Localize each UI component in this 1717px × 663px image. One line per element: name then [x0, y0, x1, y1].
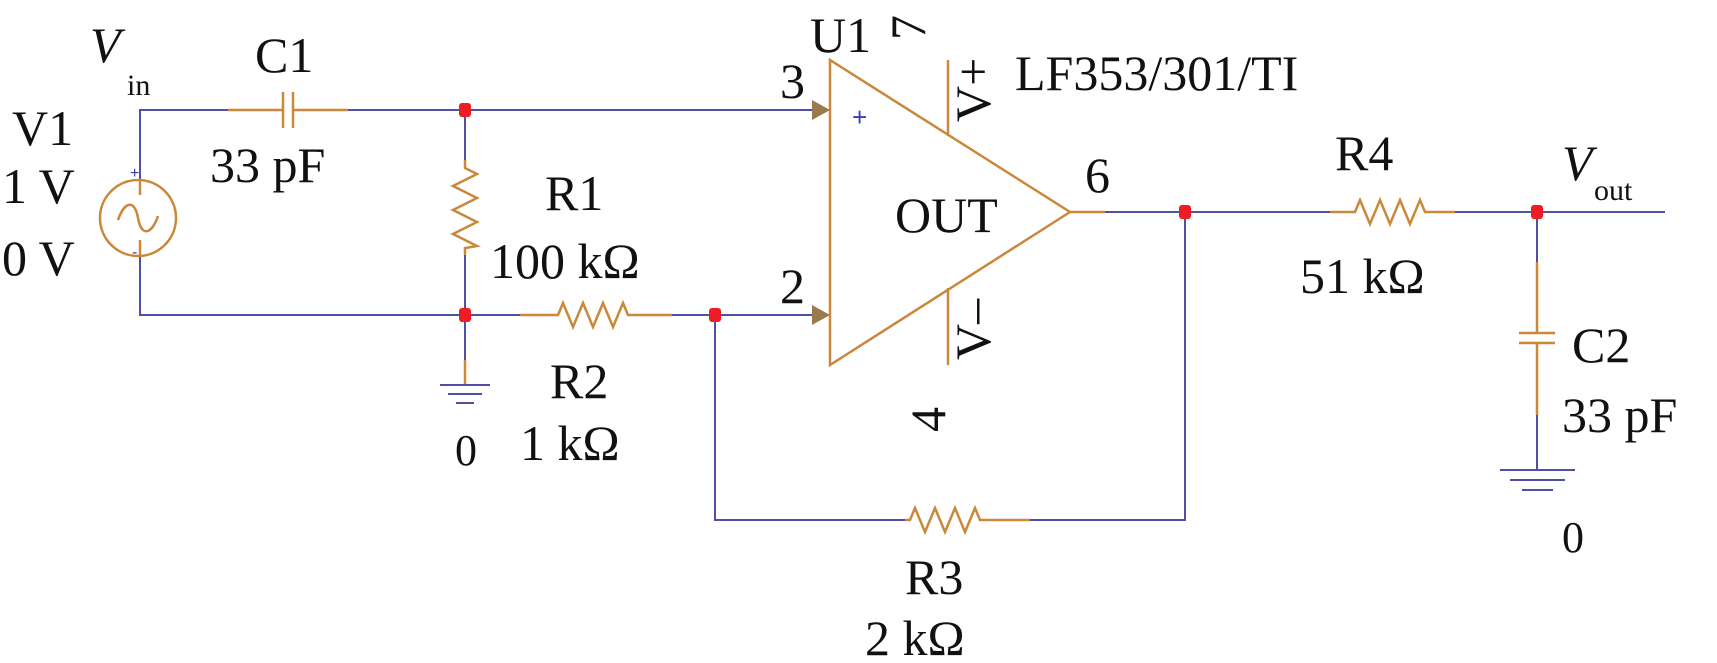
r2-name: R2	[550, 353, 608, 409]
u1-pin-out: 6	[1085, 147, 1110, 203]
u1-model: LF353/301/TI	[1015, 45, 1298, 101]
v1-source-body	[98, 178, 178, 258]
r4-name: R4	[1335, 125, 1393, 181]
wire-vin-to-c1	[139, 109, 228, 180]
v1-name: V1	[12, 100, 73, 156]
pin2-arrow-icon	[812, 305, 830, 325]
c1-value: 33 pF	[210, 137, 325, 193]
r1-value: 100 kΩ	[490, 233, 640, 289]
wire-v1-to-ground-rail	[139, 255, 520, 316]
junction-node	[459, 103, 471, 117]
vout-subscript: out	[1594, 174, 1633, 207]
r3-name: R3	[905, 549, 963, 605]
nodes	[459, 103, 1543, 322]
u1-pin-inv: 2	[780, 258, 805, 314]
c1-name: C1	[255, 27, 313, 83]
ground-icon-left	[440, 360, 490, 404]
sine-icon	[116, 203, 160, 233]
c2-name: C2	[1572, 317, 1630, 373]
vout-symbol: V	[1562, 135, 1598, 191]
junction-node	[1531, 205, 1543, 219]
u1-name: U1	[810, 7, 871, 63]
c2-capacitor	[1519, 262, 1555, 470]
r2-value: 1 kΩ	[520, 415, 620, 471]
c2-value: 33 pF	[1562, 387, 1677, 443]
r2-resistor	[520, 299, 672, 331]
vin-symbol: V	[90, 17, 126, 73]
r4-value: 51 kΩ	[1300, 248, 1425, 304]
junction-node	[1179, 205, 1191, 219]
pin3-arrow-icon	[812, 100, 830, 120]
ground-label-right: 0	[1562, 513, 1584, 562]
v1-source: + -	[98, 165, 178, 261]
svg-text:+: +	[130, 165, 139, 182]
vin-subscript: in	[127, 69, 150, 102]
junction-node	[459, 308, 471, 322]
junction-node	[709, 308, 721, 322]
r3-resistor	[905, 504, 1030, 536]
labels: V in V1 1 V 0 V C1 33 pF R1 100 kΩ R2 1 …	[2, 7, 1677, 663]
ground-icon-right	[1500, 469, 1575, 491]
c1-capacitor	[228, 92, 348, 128]
opamp-plus-sign: +	[852, 102, 867, 132]
r3-value: 2 kΩ	[865, 610, 965, 663]
v1-amplitude: 1 V	[2, 158, 75, 214]
r1-name: R1	[545, 165, 603, 221]
svg-text:-: -	[132, 244, 137, 261]
u1-out-label: OUT	[895, 187, 998, 243]
wire-inv-to-r3	[714, 315, 905, 521]
u1-pin-vplus: 7	[880, 15, 936, 40]
r1-resistor	[450, 160, 481, 255]
wire-r3-to-out	[1030, 212, 1186, 521]
v1-offset: 0 V	[2, 230, 75, 286]
u1-vplus-label: V+	[945, 58, 1001, 122]
r4-resistor	[1330, 196, 1455, 228]
opamp-u1: +	[812, 57, 1105, 368]
opamp-body	[828, 57, 1073, 368]
ground-label-left: 0	[455, 426, 477, 475]
u1-pin-vminus: 4	[900, 407, 956, 432]
u1-vminus-label: V–	[945, 298, 1001, 360]
u1-pin-noninv: 3	[780, 53, 805, 109]
wires	[139, 109, 1665, 521]
